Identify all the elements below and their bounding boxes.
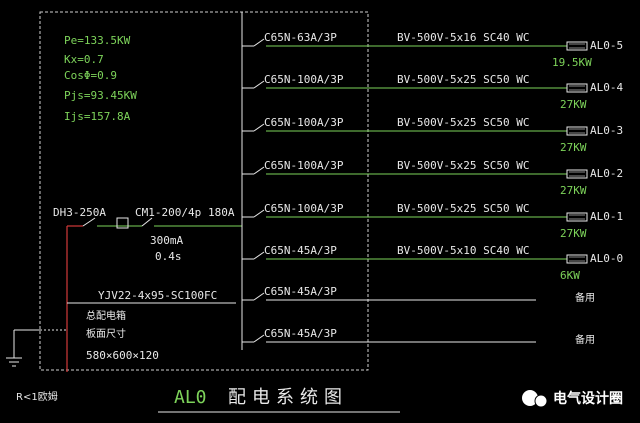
param-pe: Pe=133.5KW [64, 34, 131, 47]
main-switch-symbol [82, 217, 96, 227]
breaker-dh3: DH3-250A [53, 206, 106, 219]
wechat-icon [522, 390, 538, 406]
breaker-cm1: CM1-200/4p [135, 206, 201, 219]
branch-breaker: C65N-45A/3P [264, 327, 337, 340]
box-size: 580×600×120 [86, 349, 159, 362]
title-text: 配电系统图 [228, 387, 348, 408]
branch-switch-symbol [253, 209, 265, 218]
load-icon [566, 126, 588, 136]
watermark-text: 电气设计圈 [553, 390, 623, 407]
branch-cable: BV-500V-5x10 SC40 WC [397, 244, 529, 257]
branch-power: 27KW [560, 184, 587, 197]
branch-breaker: C65N-100A/3P [264, 116, 344, 129]
branch-breaker: C65N-100A/3P [264, 202, 344, 215]
param-ijs: Ijs=157.8A [64, 110, 131, 123]
branch-switch-symbol [253, 292, 265, 301]
branch-switch-symbol [253, 38, 265, 47]
branch-breaker: C65N-45A/3P [264, 285, 337, 298]
rcd-box [116, 217, 129, 229]
branch-cable: BV-500V-5x25 SC50 WC [397, 116, 529, 129]
branch-switch-symbol [253, 80, 265, 89]
load-icon [566, 254, 588, 264]
load-icon [566, 41, 588, 51]
branch-tag: AL0-1 [590, 210, 623, 223]
branch-switch-symbol [253, 334, 265, 343]
branch-spare: 备用 [575, 333, 595, 346]
branch-cable: BV-500V-5x25 SC50 WC [397, 159, 529, 172]
branch-switch-symbol [253, 166, 265, 175]
incoming-cable: YJV22-4x95-SC100FC [98, 289, 217, 302]
branch-tag: AL0-5 [590, 39, 623, 52]
title-code: AL0 [174, 387, 207, 408]
branch-power: 27KW [560, 141, 587, 154]
box-label-2: 板面尺寸 [86, 327, 126, 340]
branch-tag: AL0-4 [590, 81, 623, 94]
load-icon [566, 212, 588, 222]
branch-tag: AL0-2 [590, 167, 623, 180]
param-pjs: Pjs=93.45KW [64, 89, 137, 102]
branch-spare: 备用 [575, 291, 595, 304]
branch-tag: AL0-0 [590, 252, 623, 265]
load-icon [566, 169, 588, 179]
branch-power: 27KW [560, 98, 587, 111]
branch-cable: BV-500V-5x25 SC50 WC [397, 73, 529, 86]
branch-circuits: C65N-63A/3P BV-500V-5x16 SC40 WC AL0-5 19.5… [242, 31, 623, 346]
ground-resistance: R<1欧姆 [16, 390, 58, 403]
branch-breaker: C65N-100A/3P [264, 73, 344, 86]
branch-cable: BV-500V-5x16 SC40 WC [397, 31, 529, 44]
enclosure-frame [39, 11, 369, 371]
branch-breaker: C65N-45A/3P [264, 244, 337, 257]
watermark: 电气设计圈 [522, 390, 623, 408]
rcd-rating: 300mA [150, 234, 183, 247]
branch-switch-symbol [253, 251, 265, 260]
branch-breaker: C65N-63A/3P [264, 31, 337, 44]
param-cos: CosΦ=0.9 [64, 69, 117, 82]
branch-switch-symbol [253, 123, 265, 132]
rcd-time: 0.4s [155, 250, 182, 263]
param-kx: Kx=0.7 [64, 53, 104, 66]
branch-tag: AL0-3 [590, 124, 623, 137]
branch-power: 6KW [560, 269, 580, 282]
branch-breaker: C65N-100A/3P [264, 159, 344, 172]
load-icon [566, 83, 588, 93]
main-current: 180A [208, 206, 235, 219]
branch-cable: BV-500V-5x25 SC50 WC [397, 202, 529, 215]
branch-power: 19.5KW [552, 56, 592, 69]
box-label-1: 总配电箱 [86, 309, 126, 322]
branch-power: 27KW [560, 227, 587, 240]
